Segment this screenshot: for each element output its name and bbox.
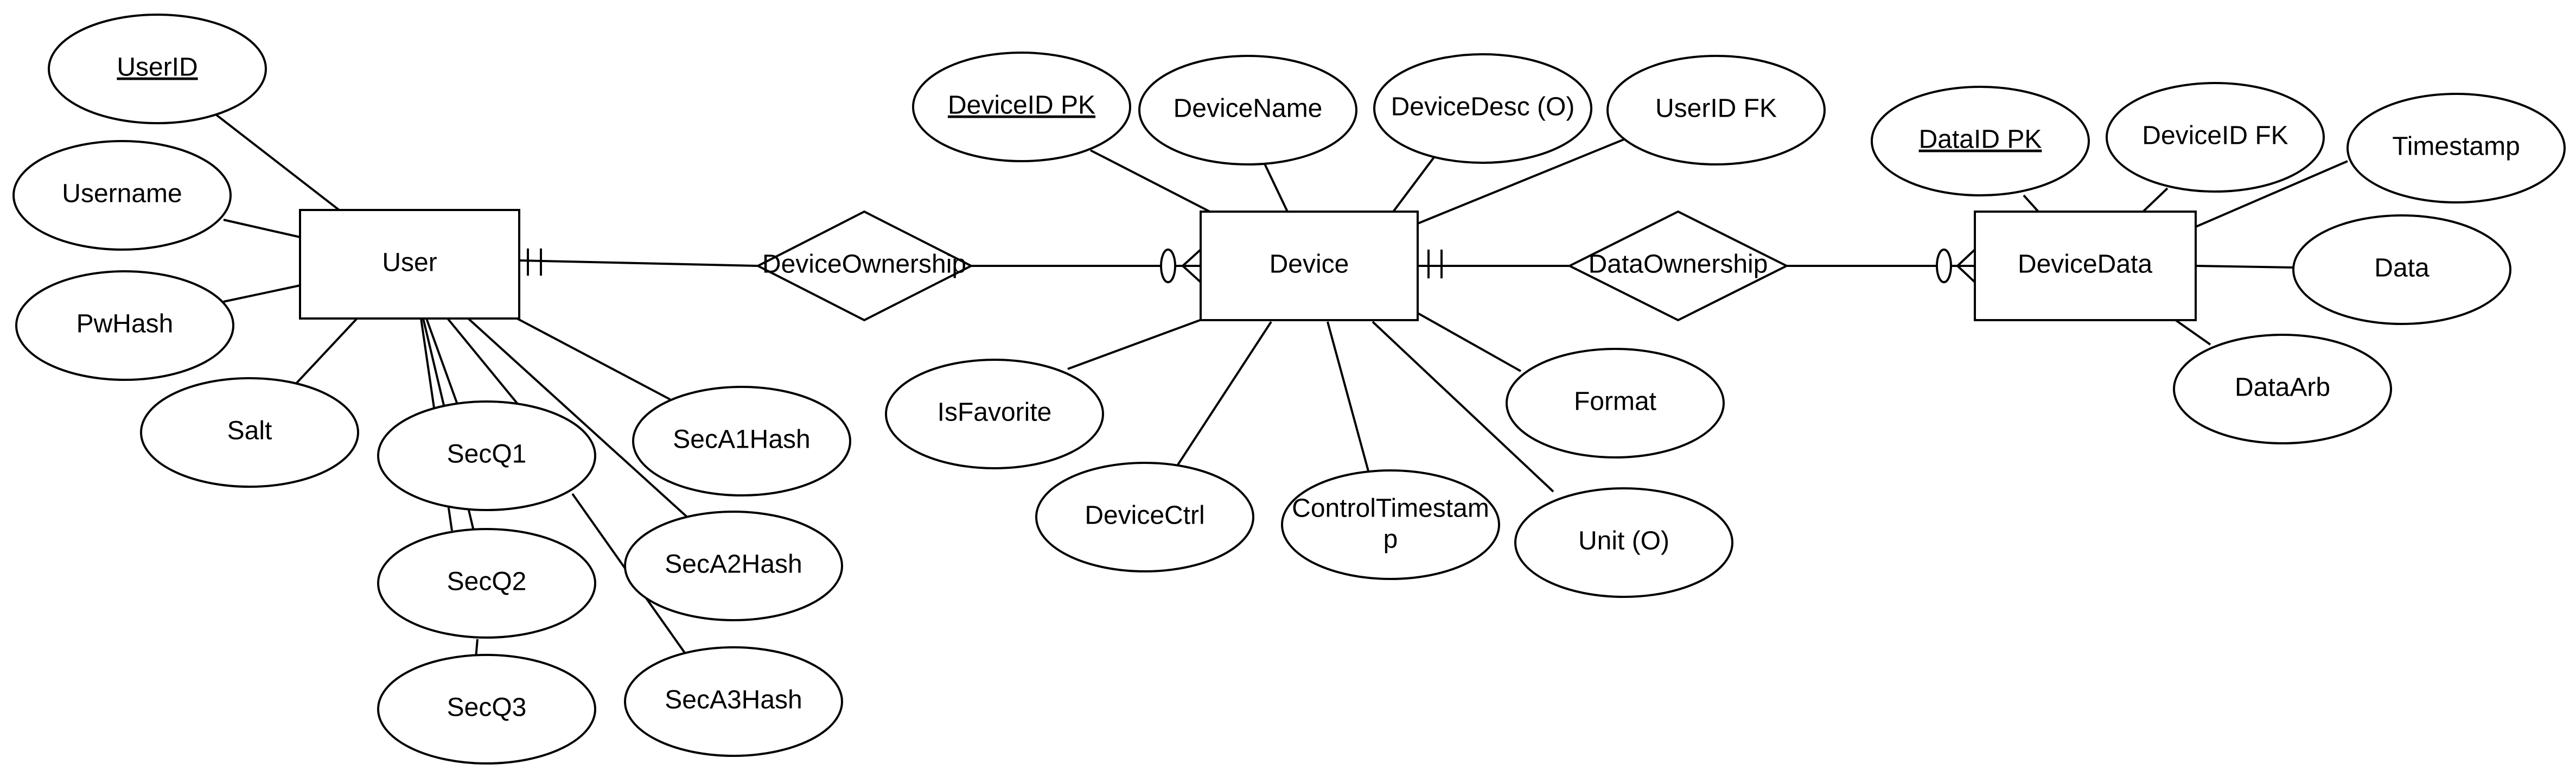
- edge-user-deviceownership: [519, 259, 758, 267]
- edge-device-devicectrl: [1176, 321, 1272, 467]
- edge-device-format: [1417, 312, 1521, 372]
- attribute-secq1[interactable]: SecQ1: [377, 400, 596, 511]
- attribute-label: PwHash: [76, 310, 174, 339]
- entity-user[interactable]: User: [299, 209, 520, 320]
- attribute-devicedesc[interactable]: DeviceDesc (O): [1373, 53, 1592, 164]
- attribute-username[interactable]: Username: [12, 140, 232, 251]
- entity-label: Device: [1270, 250, 1349, 279]
- relationship-label: DataOwnership: [1589, 250, 1768, 279]
- edge-device-devicename: [1263, 162, 1289, 212]
- attribute-label: SecA2Hash: [665, 550, 802, 579]
- attribute-label: DeviceName: [1174, 94, 1323, 123]
- entity-label: DeviceData: [2018, 250, 2152, 279]
- edge-user-secq1b: [425, 318, 458, 405]
- attribute-label: Timestamp: [2392, 132, 2520, 161]
- edge-device-isfavorite: [1067, 317, 1205, 370]
- attribute-label: Salt: [227, 417, 272, 445]
- attribute-connectors: [189, 93, 2348, 659]
- attribute-salt[interactable]: Salt: [140, 377, 359, 488]
- zero-mark-devicedata: [1936, 249, 1952, 283]
- attribute-unit[interactable]: Unit (O): [1514, 487, 1733, 598]
- edge-devicedata-dataarb: [2175, 319, 2211, 346]
- entity-devicedata[interactable]: DeviceData: [1974, 211, 2197, 321]
- attribute-deviceid-fk[interactable]: DeviceID FK: [2106, 82, 2325, 193]
- attribute-label: Data: [2374, 254, 2430, 283]
- relationship-deviceownership[interactable]: DeviceOwnership: [755, 210, 974, 322]
- crowfoot-devicedata-bottom: [1956, 265, 1976, 283]
- attribute-label: DataArb: [2235, 373, 2330, 402]
- attribute-label: DeviceDesc (O): [1391, 93, 1575, 122]
- attribute-seca2hash[interactable]: SecA2Hash: [624, 511, 843, 621]
- attribute-label: DataID PK: [1919, 125, 2042, 154]
- attribute-label: IsFavorite: [938, 398, 1052, 427]
- edge-user-seca1hash: [517, 317, 671, 400]
- edge-device-unit: [1372, 321, 1554, 493]
- attribute-isfavorite[interactable]: IsFavorite: [885, 359, 1104, 469]
- attribute-label: ControlTimestam: [1292, 494, 1489, 523]
- attribute-secq2[interactable]: SecQ2: [377, 528, 596, 639]
- zero-mark-device: [1160, 249, 1176, 283]
- attribute-label: DeviceCtrl: [1085, 501, 1204, 530]
- attribute-seca3hash[interactable]: SecA3Hash: [624, 646, 843, 757]
- attribute-format[interactable]: Format: [1506, 348, 1725, 458]
- edge-device-deviceid-pk: [1090, 149, 1210, 213]
- attribute-label-continuation: p: [1383, 525, 1398, 554]
- edge-user-salt: [292, 317, 358, 388]
- edge-user-secq1: [447, 317, 518, 404]
- crowfoot-devicedata-top: [1956, 249, 1976, 267]
- edge-device-userid-fk: [1417, 137, 1627, 225]
- relationship-dataownership[interactable]: DataOwnership: [1567, 210, 1789, 322]
- attribute-seca1hash[interactable]: SecA1Hash: [632, 386, 851, 496]
- edge-devicedata-dataid-pk: [2023, 194, 2039, 213]
- attribute-pwhash[interactable]: PwHash: [15, 270, 234, 381]
- crowfoot-device-bottom: [1182, 265, 1202, 283]
- attribute-label: Username: [62, 180, 182, 208]
- relationship-connectors: [519, 249, 1976, 283]
- attribute-userid-fk[interactable]: UserID FK: [1606, 55, 1826, 165]
- attribute-label: Format: [1574, 387, 1656, 416]
- attribute-devicename[interactable]: DeviceName: [1138, 55, 1357, 165]
- edge-devicedata-data: [2195, 265, 2294, 269]
- edge-devicedata-deviceid-fk: [2142, 187, 2169, 213]
- attribute-dataid-pk[interactable]: DataID PK: [1871, 86, 2090, 196]
- attribute-devicectrl[interactable]: DeviceCtrl: [1035, 462, 1254, 572]
- attribute-label: DeviceID FK: [2142, 122, 2288, 150]
- entity-device[interactable]: Device: [1200, 211, 1419, 321]
- edge-device-controltimestamp: [1327, 321, 1369, 472]
- attribute-dataarb[interactable]: DataArb: [2173, 334, 2392, 444]
- attribute-label: SecQ2: [447, 568, 527, 596]
- attribute-label: DeviceID PK: [948, 91, 1095, 120]
- crowfoot-device-top: [1182, 249, 1202, 267]
- attribute-data[interactable]: Data: [2292, 214, 2511, 325]
- attribute-userid[interactable]: UserID: [48, 14, 267, 124]
- attribute-timestamp[interactable]: Timestamp: [2347, 93, 2566, 203]
- edge-user-seca2hash: [467, 317, 690, 520]
- edge-user-pwhash: [223, 284, 301, 303]
- attribute-secq3[interactable]: SecQ3: [377, 654, 596, 765]
- attribute-deviceid-pk[interactable]: DeviceID PK: [912, 52, 1131, 162]
- edge-user-username: [223, 219, 301, 238]
- attribute-label: SecQ1: [447, 440, 527, 469]
- attribute-label: SecA1Hash: [673, 425, 810, 454]
- attribute-label: UserID FK: [1655, 94, 1777, 123]
- edge-device-devicedesc: [1392, 156, 1435, 213]
- relationship-label: DeviceOwnership: [762, 250, 966, 279]
- attribute-label: UserID: [117, 53, 197, 82]
- attribute-controltimestamp[interactable]: ControlTimestam p: [1281, 469, 1500, 580]
- attribute-label: SecQ3: [447, 693, 527, 722]
- attribute-label: Unit (O): [1578, 527, 1669, 556]
- edge-devicedata-timestamp: [2195, 160, 2348, 228]
- entity-label: User: [382, 249, 437, 277]
- attribute-label: SecA3Hash: [665, 686, 802, 715]
